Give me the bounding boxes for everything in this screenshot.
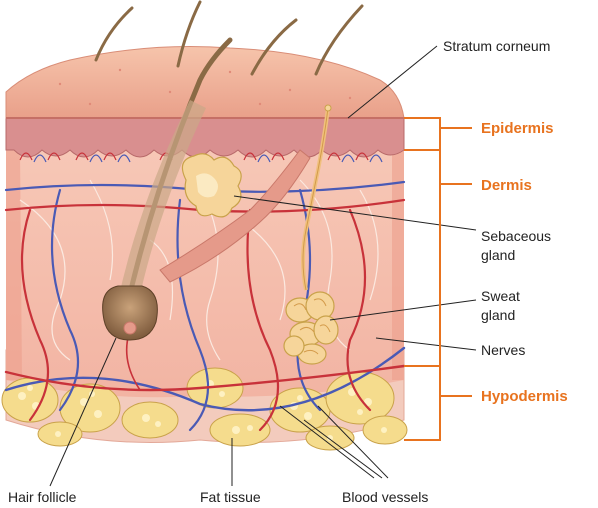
- blood-vessels: [4, 180, 406, 432]
- epidermis-layer: [5, 117, 405, 158]
- leader-hair-follicle: [49, 337, 117, 487]
- label-fat-tissue: Fat tissue: [200, 489, 261, 505]
- leader-nerves: [375, 337, 477, 351]
- label-epidermis: Epidermis: [481, 120, 554, 137]
- hair-follicle-sheath: [118, 100, 206, 304]
- hair-follicle: [102, 285, 158, 341]
- leader-blood-vessels-1: [279, 405, 375, 479]
- arrector-pili-muscle: [159, 149, 311, 283]
- leader-stratum-corneum: [347, 45, 438, 119]
- label-nerves: Nerves: [481, 342, 525, 358]
- leader-sebaceous-gland: [233, 195, 477, 231]
- stratum-corneum-layer: [5, 46, 405, 119]
- layer-brackets: [404, 117, 472, 441]
- leader-sweat-gland: [329, 299, 477, 321]
- leader-lines: [49, 45, 477, 487]
- leader-blood-vessels-3: [317, 405, 389, 479]
- label-stratum-corneum: Stratum corneum: [443, 38, 550, 54]
- label-hair-follicle: Hair follicle: [8, 489, 77, 505]
- bracket-hypodermis: [404, 365, 441, 441]
- label-sweat-gland-line1: Sweat: [481, 288, 520, 304]
- label-sweat-gland-line2: gland: [481, 307, 515, 323]
- bracket-epidermis: [404, 117, 441, 151]
- sweat-gland: [283, 104, 339, 365]
- bracket-dermis: [404, 149, 441, 367]
- dermal-papillae: [19, 152, 369, 161]
- label-hypodermis: Hypodermis: [481, 388, 568, 405]
- leader-blood-vessels-2: [303, 419, 383, 479]
- label-sebaceous-gland-line1: Sebaceous: [481, 228, 551, 244]
- labels: Stratum corneum Epidermis Dermis Sebaceo…: [8, 38, 568, 505]
- label-sebaceous-gland-line2: gland: [481, 247, 515, 263]
- label-blood-vessels: Blood vessels: [342, 489, 428, 505]
- label-dermis: Dermis: [481, 177, 532, 194]
